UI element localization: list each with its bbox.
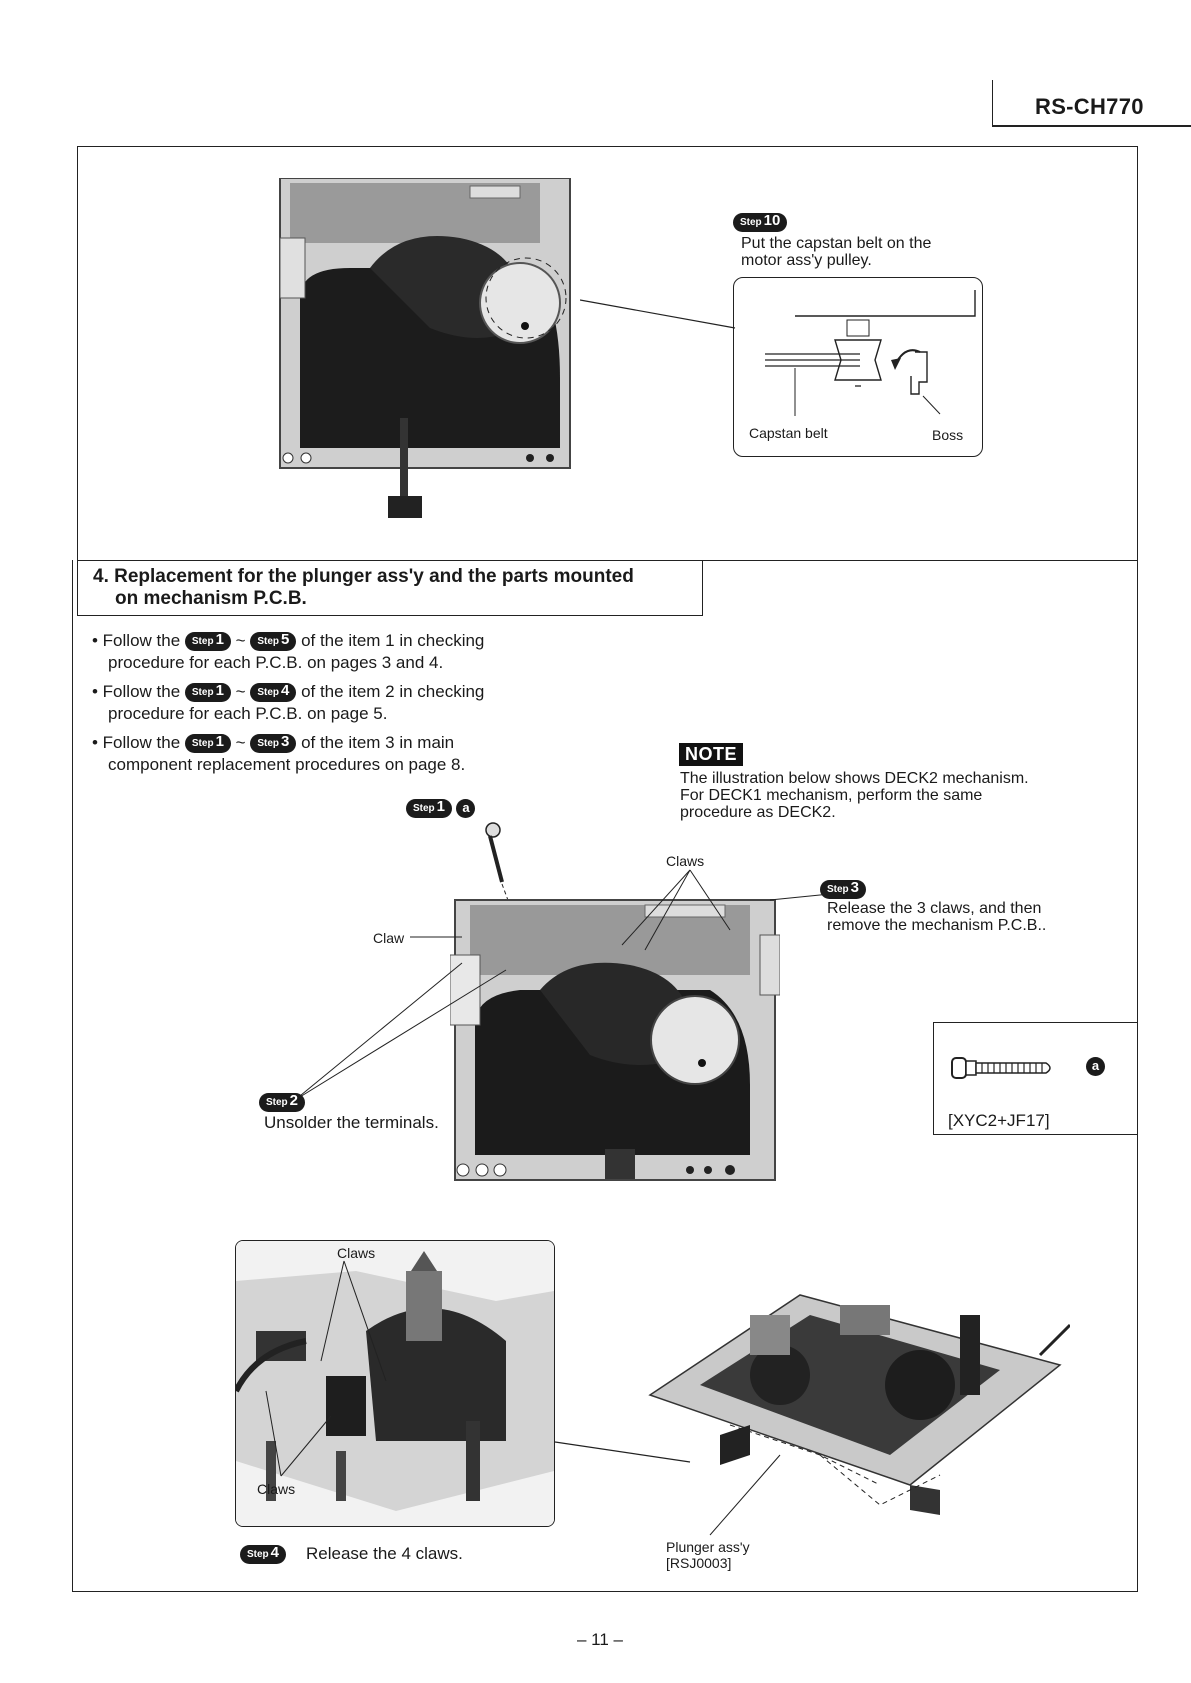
label-capstan-belt: Capstan belt: [749, 425, 828, 441]
step10-leader-line: [580, 299, 736, 329]
section4-title-line2: on mechanism P.C.B.: [115, 588, 307, 609]
step3-line2: remove the mechanism P.C.B..: [827, 917, 1047, 934]
plunger-label-line2: [RSJ0003]: [666, 1555, 732, 1571]
label-claws-top: Claws: [666, 853, 705, 869]
step10-text-line1: Put the capstan belt on the: [741, 235, 932, 252]
screw-marker-a: a: [1086, 1057, 1105, 1076]
claws-closeup-photo: [236, 1241, 554, 1526]
label-boss: Boss: [932, 427, 964, 443]
main-section-frame: [72, 560, 1138, 1592]
note-line1: The illustration below shows DECK2 mecha…: [680, 770, 1029, 787]
plunger-label-line1: Plunger ass'y: [666, 1539, 750, 1555]
step10-text-line2: motor ass'y pulley.: [741, 252, 872, 269]
section-title-box: [77, 560, 703, 616]
claws-closeup-frame: [235, 1240, 555, 1527]
note-badge: NOTE: [679, 743, 744, 766]
step3-line1: Release the 3 claws, and then: [827, 900, 1042, 917]
screw-xyc2-icon: [951, 1057, 1051, 1079]
label-claws-photo-top: Claws: [337, 1245, 376, 1261]
label-claws-photo-bottom: Claws: [257, 1481, 296, 1497]
mechanism-top-view-photo: [279, 178, 571, 518]
screw-part-box: [933, 1022, 1138, 1135]
section4-title: 4. Replacement for the plunger ass'y and…: [93, 566, 634, 610]
step4-text: Release the 4 claws.: [306, 1544, 463, 1563]
header-divider: [992, 80, 993, 126]
section4-title-line1: 4. Replacement for the plunger ass'y and…: [93, 566, 634, 587]
screw-step1-icon: [485, 822, 510, 902]
capstan-belt-diagram: [765, 290, 976, 416]
model-number: RS-CH770: [1035, 94, 1144, 119]
mechanism-pcb-photo: [450, 899, 780, 1181]
label-claw: Claw: [373, 930, 405, 946]
claws-leader-lines: [294, 869, 851, 1101]
note-line2: For DECK1 mechanism, perform the same: [680, 787, 983, 804]
top-figure-frame: [77, 146, 1138, 561]
closeup-connector-line: [555, 1441, 691, 1463]
header-underline: [992, 125, 1191, 127]
step2-text: Unsolder the terminals.: [264, 1113, 439, 1132]
capstan-detail-box: [733, 277, 983, 457]
note-line3: procedure as DECK2.: [680, 804, 836, 821]
page-number: – 11 –: [577, 1630, 624, 1649]
plunger-mechanism-photo: [648, 1294, 1070, 1536]
screw-part-number: [XYC2+JF17]: [948, 1111, 1050, 1130]
